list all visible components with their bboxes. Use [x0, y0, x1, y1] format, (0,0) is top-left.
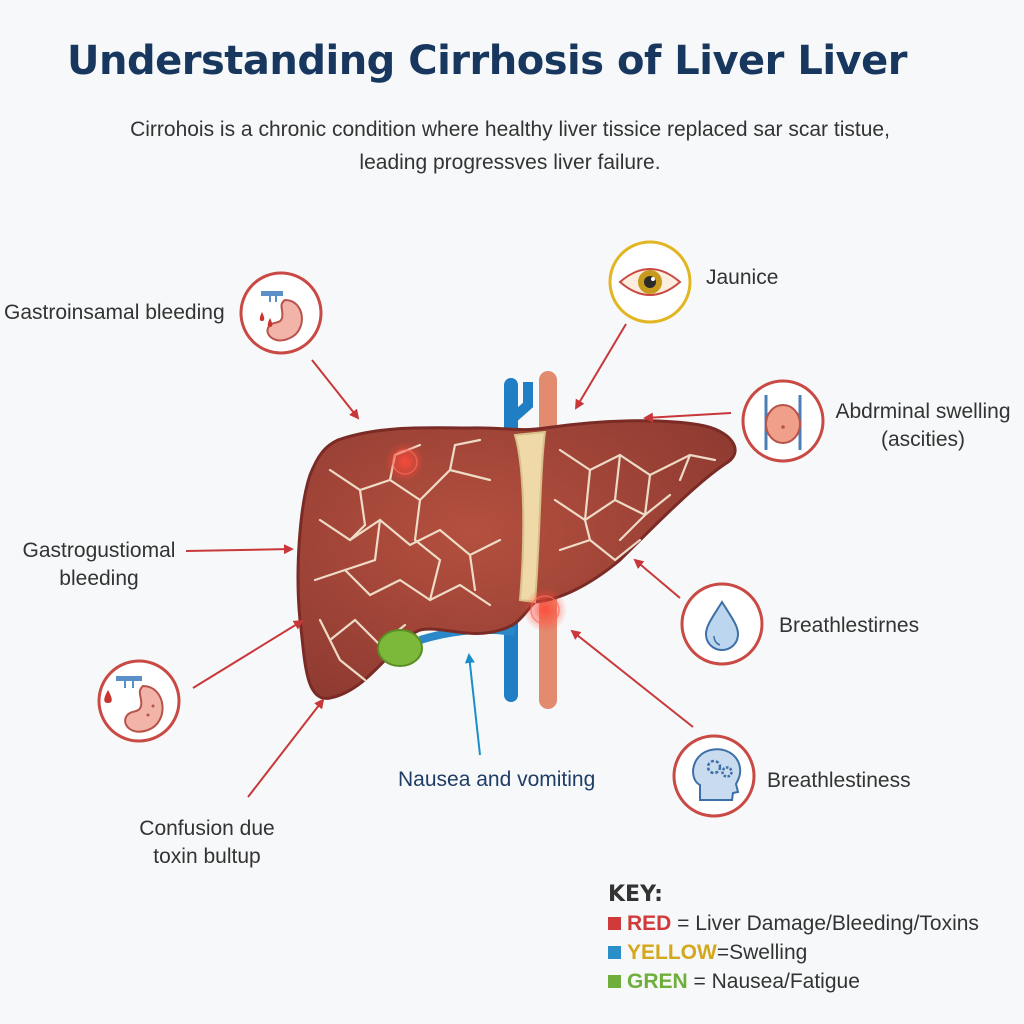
label-line: Confusion due — [139, 817, 275, 840]
page-title: Understanding Cirrhosis of Liver Liver — [67, 38, 907, 84]
pointer-arrows — [185, 323, 732, 798]
color-key: KEY: RED = Liver Damage/Bleeding/Toxins … — [608, 880, 979, 996]
head-gears-icon — [672, 734, 756, 818]
key-item-yellow: YELLOW=Swelling — [608, 938, 979, 967]
label-breathlessness-2: Breathlestiness — [767, 769, 911, 792]
key-swatch — [608, 975, 621, 988]
key-name: YELLOW — [627, 941, 717, 964]
key-title: KEY: — [608, 882, 663, 907]
key-desc: = Liver Damage/Bleeding/Toxins — [671, 912, 979, 935]
label-line: Abdrminal swelling — [835, 400, 1011, 423]
label-gastrointestinal-bleeding-mid: Gastrogustiomal bleeding — [14, 537, 184, 593]
stomach-bleeding-icon — [97, 659, 181, 743]
label-line: Gastrogustiomal — [22, 539, 176, 562]
key-swatch — [608, 917, 621, 930]
key-item-green: GREN = Nausea/Fatigue — [608, 967, 979, 996]
key-name: RED — [627, 912, 672, 935]
label-line: bleeding — [59, 567, 139, 590]
label-abdominal-swelling: Abdrminal swelling (ascities) — [828, 398, 1018, 454]
key-swatch — [608, 946, 621, 959]
label-line: toxin bultup — [153, 845, 261, 868]
swollen-abdomen-icon — [741, 379, 825, 463]
page-subtitle: Cirrohois is a chronic condition where h… — [130, 118, 890, 174]
key-desc: = Nausea/Fatigue — [687, 970, 860, 993]
key-desc: =Swelling — [716, 941, 808, 964]
eye-icon — [608, 240, 692, 324]
water-drop-icon — [680, 582, 764, 666]
label-gastrointestinal-bleeding-top: Gastroinsamal bleeding — [4, 301, 225, 324]
label-nausea: Nausea and vomiting — [398, 768, 596, 791]
label-jaundice: Jaunice — [706, 266, 779, 289]
label-line: (ascities) — [880, 428, 965, 451]
gallbladder — [377, 629, 423, 667]
label-confusion: Confusion due toxin bultup — [122, 815, 292, 871]
stomach-bleeding-icon — [239, 271, 323, 355]
key-name: GREN — [627, 970, 688, 993]
key-item-red: RED = Liver Damage/Bleeding/Toxins — [608, 909, 979, 938]
label-breathlessness-1: Breathlestirnes — [779, 614, 920, 637]
